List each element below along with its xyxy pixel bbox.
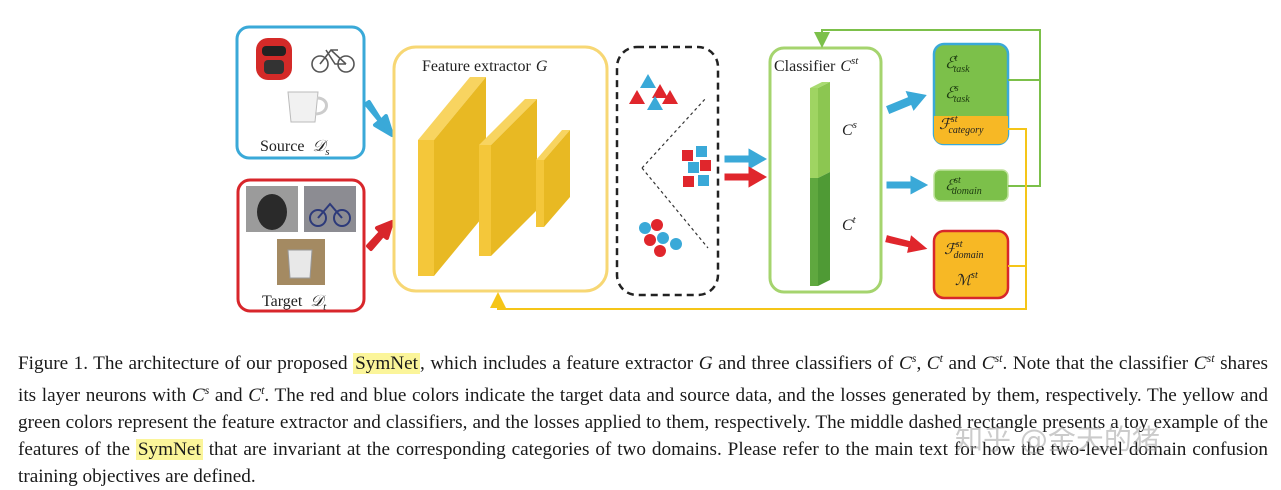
triangle-cluster: [629, 74, 678, 110]
domain-loss-source-arrow: [886, 175, 929, 195]
bicycle-icon: [311, 48, 355, 73]
extractor-feedback-lines: [490, 128, 1027, 310]
classifier-layer-bar: [810, 82, 830, 286]
source-feature-arrow: [724, 148, 768, 170]
cnn-layer-3: [536, 130, 570, 227]
symnet-highlight-2: SymNet: [135, 439, 203, 460]
loss-m: ℳst: [955, 270, 978, 289]
target-feature-arrow: [724, 166, 768, 188]
target-input-arrow: [366, 220, 394, 251]
figure-caption: Figure 1. The architecture of our propos…: [18, 351, 1269, 487]
cnn-layer-2: [479, 99, 537, 256]
symnet-highlight: SymNet: [353, 353, 420, 374]
classifier-cs-label: Cs: [842, 119, 857, 139]
source-input-arrow: [364, 100, 394, 137]
target-label: Target 𝒟t: [262, 293, 327, 313]
target-domain-box: Target 𝒟t: [236, 178, 366, 313]
classifier-feedback-lines: [814, 29, 1041, 187]
mug-icon: [287, 91, 328, 123]
cnn-layer-1: [418, 77, 486, 276]
circle-cluster: [639, 219, 682, 257]
square-cluster: [682, 146, 711, 187]
toy-feature-example-box: [615, 45, 720, 297]
classifier-ct-label: Ct: [842, 214, 857, 234]
task-loss-arrow: [886, 91, 927, 114]
backpack-icon: [256, 38, 292, 80]
decision-boundary-lines: [641, 97, 709, 249]
domain-loss-target-arrow: [885, 235, 928, 253]
source-label: Source 𝒟s: [260, 138, 330, 158]
source-domain-box: Source 𝒟s: [235, 25, 366, 160]
target-bicycle-photo: [304, 186, 356, 232]
